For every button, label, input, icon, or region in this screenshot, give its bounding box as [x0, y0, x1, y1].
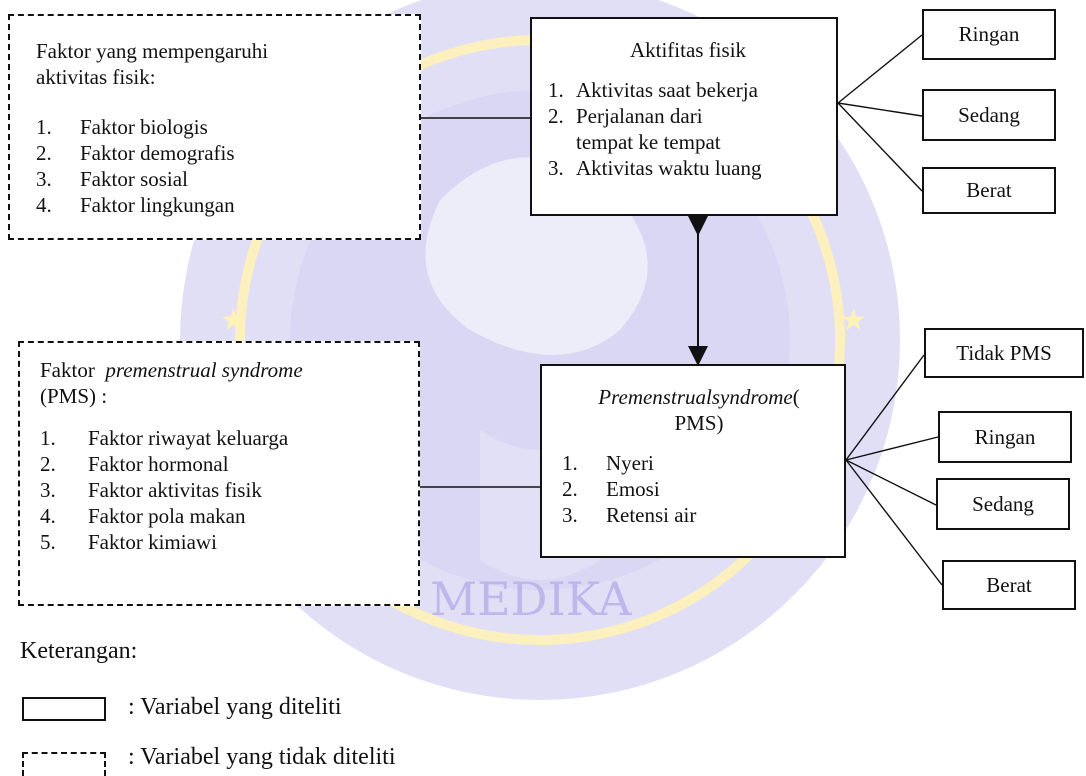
- list-item: 4.Faktor pola makan: [40, 504, 246, 528]
- pms-list: 1.Nyeri 2.Emosi 3.Retensi air: [562, 450, 836, 528]
- level-ringan-top: Ringan: [922, 9, 1056, 60]
- faktor-pms-list: 1.Faktor riwayat keluarga 2.Faktor hormo…: [40, 425, 408, 555]
- faktor-pms-title: Faktor premenstrual syndrome: [40, 358, 303, 382]
- level-ringan-bottom: Ringan: [938, 411, 1072, 463]
- faktor-pms-box: Faktor premenstrual syndrome (PMS) : 1.F…: [18, 341, 420, 606]
- level-tidak-pms: Tidak PMS: [924, 328, 1084, 378]
- legend-solid-swatch: [22, 697, 106, 721]
- svg-text:★: ★: [840, 303, 867, 338]
- list-item: 5.Faktor kimiawi: [40, 530, 217, 554]
- faktor-aktivitas-box: Faktor yang mempengaruhi aktivitas fisik…: [8, 14, 421, 240]
- list-item: 3.Faktor aktivitas fisik: [40, 478, 262, 502]
- pms-title: Premenstrualsyndrome(: [598, 385, 800, 409]
- faktor-aktivitas-title-2: aktivitas fisik:: [36, 65, 156, 89]
- list-item: 3.Retensi air: [562, 503, 697, 527]
- legend-dashed-label: : Variabel yang tidak diteliti: [128, 744, 396, 770]
- list-item: 1.Nyeri: [562, 451, 654, 475]
- faktor-aktivitas-title-1: Faktor yang mempengaruhi: [36, 39, 269, 63]
- legend-solid-label: : Variabel yang diteliti: [128, 694, 342, 720]
- svg-text:★: ★: [220, 303, 247, 338]
- level-berat-top: Berat: [922, 167, 1056, 214]
- pms-title-2: PMS): [674, 411, 724, 435]
- aktifitas-fisik-box: Aktifitas fisik 1.Aktivitas saat bekerja…: [530, 17, 838, 216]
- list-item: 3.Faktor sosial: [36, 167, 188, 191]
- list-item: 2.Faktor hormonal: [40, 452, 229, 476]
- legend-dashed-swatch: [22, 752, 106, 776]
- level-berat-bottom: Berat: [942, 560, 1076, 610]
- list-item: 2.Emosi: [562, 477, 660, 501]
- list-item: 1.Aktivitas saat bekerja: [548, 78, 758, 102]
- list-item: 1.Faktor biologis: [36, 115, 208, 139]
- list-item: 2.Faktor demografis: [36, 141, 235, 165]
- level-sedang-bottom: Sedang: [936, 478, 1070, 530]
- legend-title: Keterangan:: [20, 638, 138, 664]
- list-item: 3.Aktivitas waktu luang: [548, 156, 762, 180]
- aktifitas-list: 1.Aktivitas saat bekerja 2.Perjalanan da…: [548, 77, 828, 181]
- aktifitas-title: Aktifitas fisik: [629, 38, 747, 62]
- faktor-aktivitas-list: 1.Faktor biologis 2.Faktor demografis 3.…: [36, 114, 407, 218]
- pms-box: Premenstrualsyndrome( PMS) 1.Nyeri 2.Emo…: [540, 364, 846, 558]
- watermark-text: MEDIKA: [430, 572, 632, 626]
- faktor-pms-title-2: (PMS) :: [40, 384, 108, 408]
- list-item: 1.Faktor riwayat keluarga: [40, 426, 289, 450]
- level-sedang-top: Sedang: [922, 89, 1056, 141]
- list-item: 4.Faktor lingkungan: [36, 193, 235, 217]
